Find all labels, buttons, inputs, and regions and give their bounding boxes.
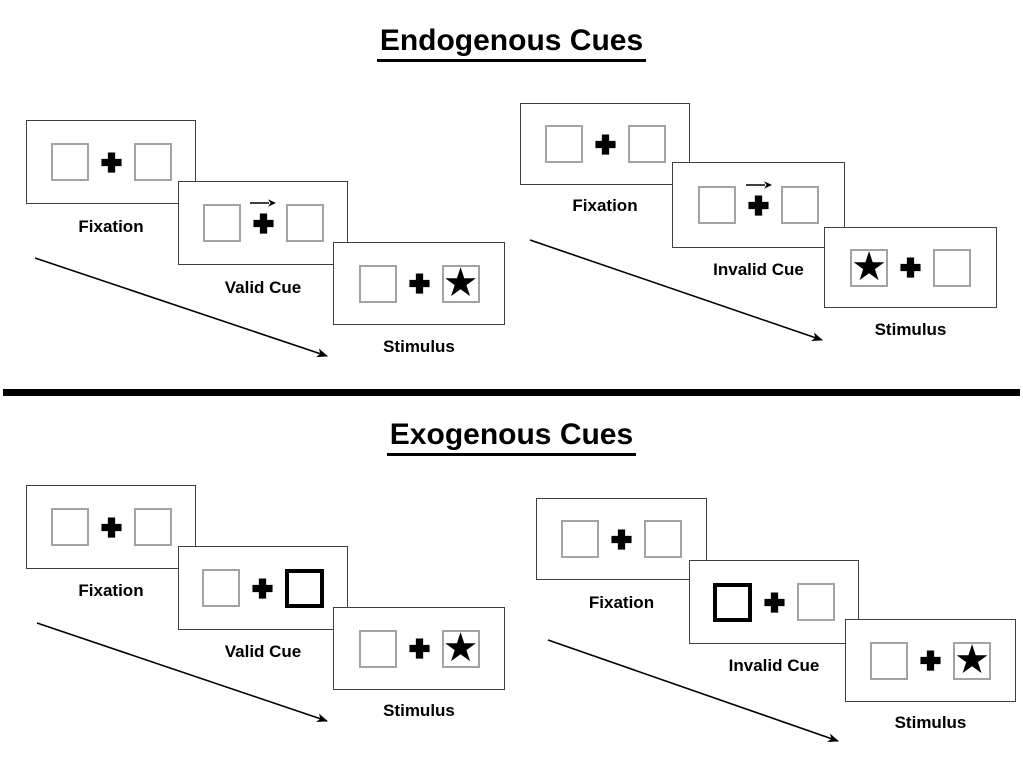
panel-content bbox=[698, 180, 819, 224]
stimulus-panel: ★ bbox=[824, 227, 997, 308]
fixation-cross-icon bbox=[408, 637, 431, 660]
fixation-cross-icon bbox=[763, 591, 786, 614]
right-box: ★ bbox=[441, 259, 480, 306]
panel-label: Fixation bbox=[78, 581, 144, 600]
left-box bbox=[358, 264, 397, 303]
star-icon: ★ bbox=[954, 636, 990, 683]
right-box bbox=[133, 143, 172, 181]
left-box-highlighted bbox=[713, 582, 752, 622]
star-icon: ★ bbox=[851, 243, 887, 290]
right-box bbox=[781, 186, 819, 224]
stimulus-panel: ★ bbox=[333, 607, 505, 690]
left-box bbox=[698, 186, 736, 224]
panel-label: Fixation bbox=[588, 593, 655, 612]
star-icon: ★ bbox=[442, 259, 479, 306]
left-box bbox=[870, 641, 908, 680]
timeline-arrow-exogenous-invalid bbox=[547, 639, 839, 742]
fixation-cross-icon bbox=[251, 577, 274, 600]
fixation-panel bbox=[26, 120, 196, 204]
right-box bbox=[797, 583, 835, 621]
fixation-cross-icon bbox=[919, 649, 942, 672]
cue-arrow-right-icon bbox=[250, 198, 276, 208]
right-box bbox=[644, 520, 682, 558]
panel-content: ★ bbox=[850, 243, 971, 290]
panel-label: Valid Cue bbox=[224, 278, 302, 297]
panel-content bbox=[202, 198, 324, 242]
panel-content bbox=[202, 568, 324, 608]
fixation-cross-icon bbox=[100, 516, 123, 539]
left-box bbox=[544, 125, 583, 163]
invalid-cue-panel bbox=[689, 560, 859, 644]
panel-content bbox=[50, 508, 172, 546]
panel-label: Stimulus bbox=[383, 701, 455, 720]
right-box bbox=[133, 508, 172, 546]
timeline-arrow-endogenous-valid bbox=[34, 257, 328, 358]
left-box bbox=[358, 629, 397, 668]
panel-content: ★ bbox=[870, 636, 991, 683]
fixation-cross-icon bbox=[610, 528, 633, 551]
panel-label: Stimulus bbox=[894, 713, 967, 732]
valid-cue-panel bbox=[178, 546, 348, 630]
panel-label: Stimulus bbox=[874, 320, 947, 339]
stimulus-panel: ★ bbox=[333, 242, 505, 325]
panel-content bbox=[561, 520, 682, 558]
left-box bbox=[50, 508, 89, 546]
right-box bbox=[285, 204, 324, 242]
fixation-cross-icon bbox=[250, 198, 276, 235]
panel-label: Invalid Cue bbox=[728, 656, 820, 675]
panel-label: Stimulus bbox=[383, 337, 455, 356]
fixation-cross-icon bbox=[408, 272, 431, 295]
panel-content bbox=[544, 125, 666, 163]
panel-content bbox=[50, 143, 172, 181]
panel-label: Invalid Cue bbox=[713, 260, 804, 279]
valid-cue-panel bbox=[178, 181, 348, 265]
timeline-arrow-endogenous-invalid bbox=[529, 239, 823, 342]
section-title-text: Endogenous Cues bbox=[376, 24, 647, 62]
stimulus-panel: ★ bbox=[845, 619, 1016, 702]
fixation-cross-icon bbox=[594, 133, 617, 156]
left-box bbox=[50, 143, 89, 181]
right-box: ★ bbox=[441, 624, 480, 671]
left-box bbox=[561, 520, 599, 558]
section-title-endogenous: Endogenous Cues bbox=[0, 24, 1023, 62]
fixation-panel bbox=[520, 103, 690, 185]
right-box bbox=[627, 125, 666, 163]
left-box bbox=[202, 204, 241, 242]
invalid-cue-panel bbox=[672, 162, 845, 248]
panel-content bbox=[713, 582, 835, 622]
right-box bbox=[933, 248, 971, 287]
fixation-panel bbox=[26, 485, 196, 569]
panel-content: ★ bbox=[358, 259, 480, 306]
fixation-cross-icon bbox=[745, 180, 772, 217]
panel-label: Fixation bbox=[572, 196, 638, 215]
right-box-highlighted bbox=[285, 568, 324, 608]
panel-label: Fixation bbox=[78, 217, 144, 236]
timeline-arrow-exogenous-valid bbox=[36, 622, 328, 723]
left-box: ★ bbox=[850, 243, 888, 290]
section-title-exogenous: Exogenous Cues bbox=[0, 418, 1023, 456]
section-divider bbox=[3, 389, 1020, 396]
fixation-cross-icon bbox=[899, 256, 922, 279]
panel-content: ★ bbox=[358, 624, 480, 671]
cue-arrow-right-icon bbox=[745, 180, 772, 190]
right-box: ★ bbox=[953, 636, 991, 683]
star-icon: ★ bbox=[442, 624, 479, 671]
panel-label: Valid Cue bbox=[224, 642, 302, 661]
fixation-cross-icon bbox=[100, 151, 123, 174]
fixation-panel bbox=[536, 498, 707, 580]
left-box bbox=[202, 569, 240, 607]
section-title-text: Exogenous Cues bbox=[386, 418, 637, 456]
